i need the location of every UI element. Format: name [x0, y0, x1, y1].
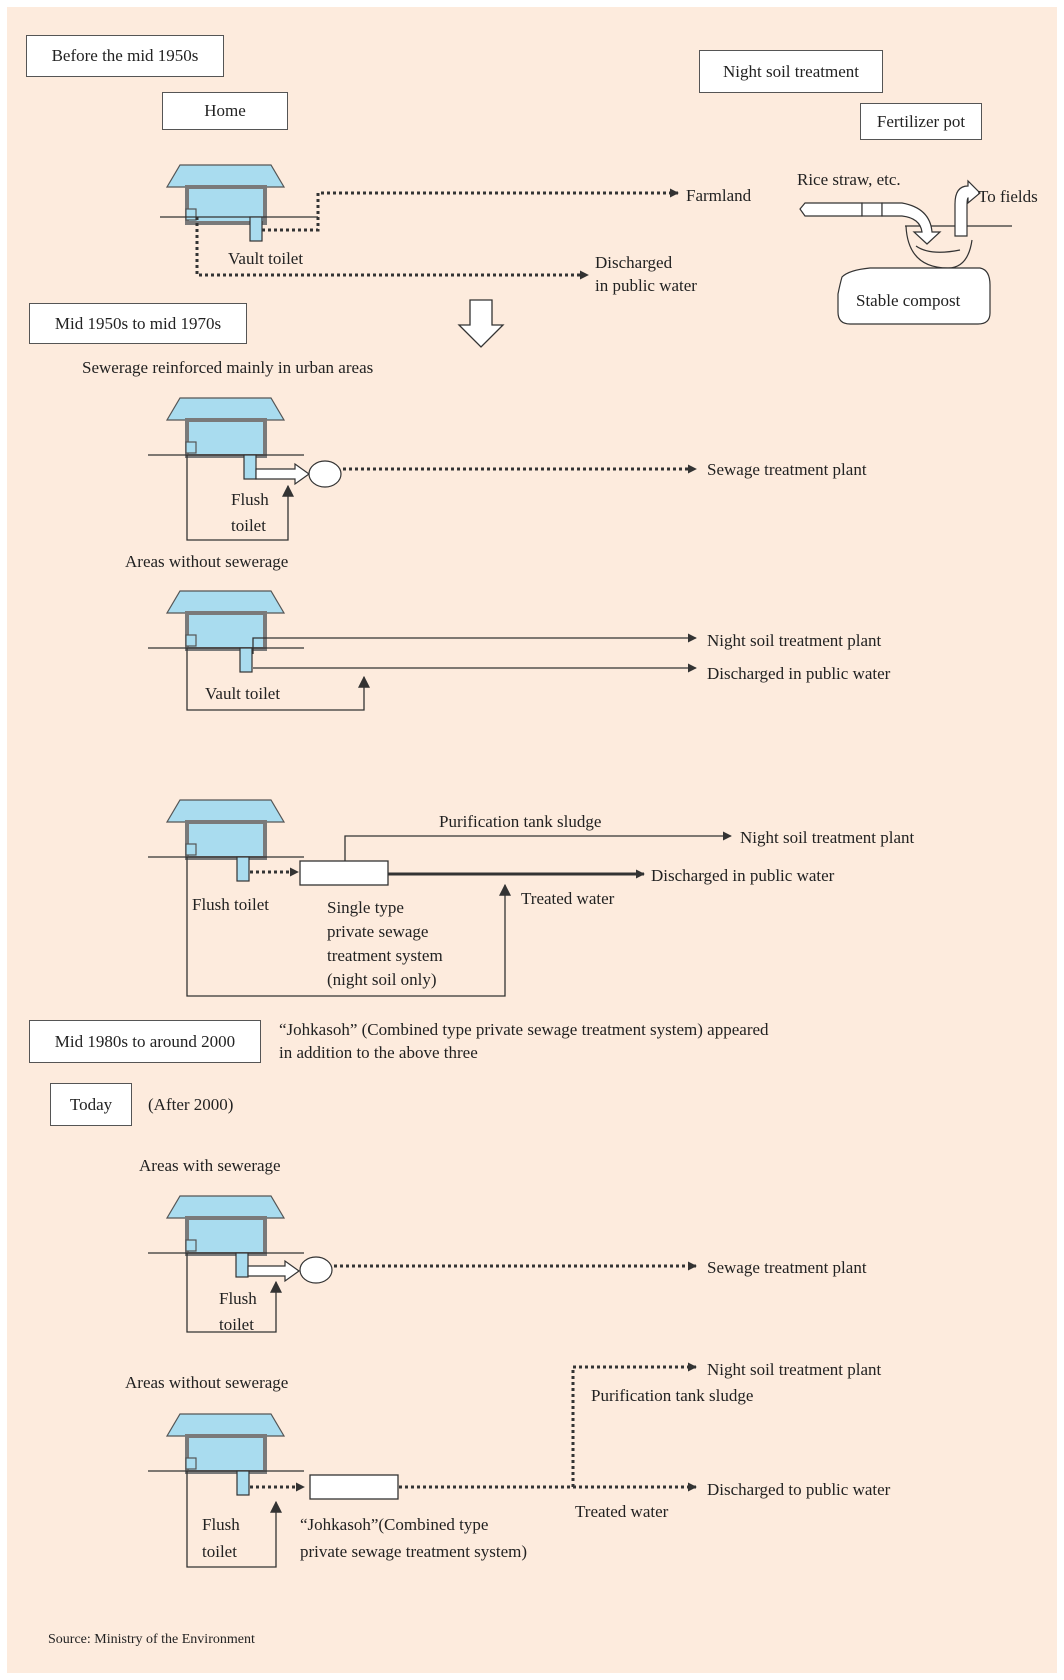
fertilizer-pot-illustration — [799, 179, 1012, 325]
today-flush-label-2: Flush — [202, 1515, 240, 1534]
purification-sludge-label: Purification tank sludge — [439, 812, 602, 831]
stable-compost-label: Stable compost — [856, 291, 961, 310]
discharged-label-2: in public water — [595, 276, 697, 295]
single-type-line1: Single type — [327, 898, 404, 917]
farmland-label: Farmland — [686, 186, 752, 205]
sewerage-urban-label: Sewerage reinforced mainly in urban area… — [82, 358, 374, 377]
period-mid-1980s-2000: Mid 1980s to around 2000 — [29, 1020, 261, 1063]
flush-toilet-label: Flush toilet — [192, 895, 269, 914]
vault-toilet-mid-label: Vault toilet — [205, 684, 281, 703]
today-night-soil-plant-label: Night soil treatment plant — [707, 1360, 882, 1379]
johkasoh-label-line2: private sewage treatment system) — [300, 1542, 528, 1561]
arrow-to-farmland — [262, 188, 679, 232]
house-sewerage-mid — [165, 396, 286, 458]
single-type-line3: treatment system — [327, 946, 443, 965]
today-flush-label: Flush — [219, 1289, 257, 1308]
home-label: Home — [162, 92, 288, 130]
discharged-public-label: Discharged in public water — [707, 664, 891, 683]
vault-toilet-pit — [249, 216, 263, 242]
today-sewage-plant-label: Sewage treatment plant — [707, 1258, 867, 1277]
today-discharged-label: Discharged to public water — [707, 1480, 891, 1499]
johkasoh-note-line1: “Johkasoh” (Combined type private sewage… — [279, 1020, 769, 1039]
night-soil-plant-label-2: Night soil treatment plant — [740, 828, 915, 847]
period-mid-1950s-1970s: Mid 1950s to mid 1970s — [29, 303, 247, 344]
source-note: Source: Ministry of the Environment — [48, 1632, 255, 1647]
single-type-tank — [299, 860, 389, 886]
flush-label: Flush — [231, 490, 269, 509]
toilet-label: toilet — [231, 516, 266, 535]
today-purification-sludge-label: Purification tank sludge — [591, 1386, 754, 1405]
single-type-line4: (night soil only) — [327, 970, 437, 989]
discharged-label-1: Discharged — [595, 253, 673, 272]
today-toilet-label-2: toilet — [202, 1542, 237, 1561]
areas-without-label: Areas without sewerage — [125, 552, 289, 571]
today-areas-without-label: Areas without sewerage — [125, 1373, 289, 1392]
today-toilet-label: toilet — [219, 1315, 254, 1334]
transition-arrow — [457, 299, 505, 348]
areas-with-label: Areas with sewerage — [139, 1156, 281, 1175]
to-fields-label: To fields — [978, 187, 1038, 206]
period-today: Today — [50, 1083, 132, 1126]
johkasoh-label-line1: “Johkasoh”(Combined type — [300, 1515, 489, 1534]
treated-water-label: Treated water — [521, 889, 615, 908]
house-before — [165, 163, 286, 225]
fertilizer-pot-label: Fertilizer pot — [860, 103, 982, 140]
today-note: (After 2000) — [148, 1095, 234, 1114]
today-treated-water-label: Treated water — [575, 1502, 669, 1521]
johkasoh-tank — [309, 1474, 399, 1500]
arrow-to-public-water — [195, 217, 589, 280]
house-single-type — [165, 798, 286, 860]
vault-toilet-label: Vault toilet — [228, 249, 304, 268]
night-soil-treatment-title: Night soil treatment — [699, 50, 883, 93]
house-today-sewerage — [165, 1194, 286, 1256]
period-before-1950s: Before the mid 1950s — [26, 35, 224, 77]
discharged-public-label-2: Discharged in public water — [651, 866, 835, 885]
rice-straw-label: Rice straw, etc. — [797, 170, 901, 189]
house-today-johkasoh — [165, 1412, 286, 1474]
night-soil-plant-label: Night soil treatment plant — [707, 631, 882, 650]
johkasoh-note-line2: in addition to the above three — [279, 1043, 478, 1062]
house-vault-mid — [165, 589, 286, 651]
sewage-plant-label: Sewage treatment plant — [707, 460, 867, 479]
single-type-line2: private sewage — [327, 922, 429, 941]
